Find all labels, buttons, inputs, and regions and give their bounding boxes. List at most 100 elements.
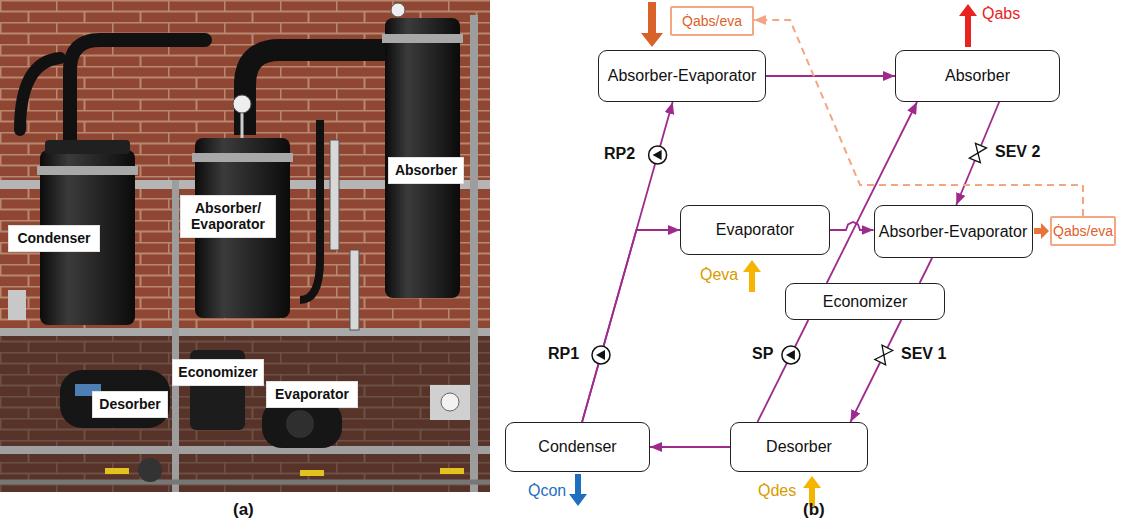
heat-arrow xyxy=(743,260,761,292)
panel-label-box: (b) xyxy=(803,500,825,520)
heat-label-box: Q̇des xyxy=(758,482,796,500)
component-box: Absorber xyxy=(895,50,1060,102)
valve-bowtie xyxy=(969,143,986,162)
node-text: Absorber-Evaporator xyxy=(879,222,1028,241)
flow-line xyxy=(582,230,680,422)
component-box: Economizer xyxy=(785,283,945,320)
pump-circle xyxy=(592,346,610,364)
hand-valve xyxy=(8,290,26,320)
pump-triangle xyxy=(596,350,605,360)
heat-arrow xyxy=(1034,223,1049,239)
node-text: Condenser xyxy=(17,230,90,246)
heat-label: Q̇eva xyxy=(700,266,738,283)
pump-circle xyxy=(649,146,667,164)
frame-post xyxy=(470,15,478,492)
vessel-cap xyxy=(45,140,130,154)
insulated-pipe xyxy=(70,40,205,150)
pressure-gauge xyxy=(391,3,405,17)
heat-label: Q̇des xyxy=(758,482,796,499)
heat-label-box: Q̇abs xyxy=(982,5,1020,23)
node-text: Absorber-Evaporator xyxy=(608,66,757,85)
panel-label-box: (a) xyxy=(233,500,254,520)
heat-arrow xyxy=(569,474,587,506)
shelf-bar xyxy=(0,446,490,454)
instrument-box xyxy=(430,385,470,420)
photo-tag: Desorber xyxy=(92,391,168,418)
component-box: Condenser xyxy=(505,422,650,472)
pump-label-box: RP1 xyxy=(548,345,579,363)
heat-arrow xyxy=(959,4,977,47)
flow-line xyxy=(766,75,895,77)
pipe xyxy=(0,480,490,485)
vessel-clamp xyxy=(37,166,138,175)
valve-handle xyxy=(300,470,324,476)
flowmeter-tube xyxy=(330,140,339,250)
component-box: Desorber xyxy=(730,422,868,472)
lower-shadow xyxy=(0,336,490,492)
photo-tag: Absorber/ Evaporator xyxy=(180,195,276,238)
valve-handle xyxy=(440,468,464,474)
node-text: Desorber xyxy=(766,437,832,456)
heat-box: Q̇abs/eva xyxy=(1050,216,1116,246)
component-box: Absorber-Evaporator xyxy=(598,50,766,102)
valve-label-box: SEV 2 xyxy=(995,143,1040,161)
node-text: Absorber xyxy=(945,66,1010,85)
flow-line xyxy=(830,222,874,230)
pump-label-box: SP xyxy=(752,345,773,363)
heat-box: Q̇abs/eva xyxy=(670,6,754,36)
pump-symbol xyxy=(782,346,800,364)
node-text: Economizer xyxy=(178,364,257,380)
pump-label: RP2 xyxy=(604,145,635,162)
flow-line xyxy=(920,258,932,283)
component-box: Absorber-Evaporator xyxy=(874,205,1033,258)
vessel-clamp xyxy=(382,34,463,43)
pump-triangle xyxy=(653,150,662,160)
heat-label: Q̇con xyxy=(528,482,566,499)
pump-circle xyxy=(782,346,800,364)
heat-arrow xyxy=(641,2,663,47)
pump-body xyxy=(138,458,162,482)
insulated-pipe xyxy=(20,58,60,130)
valve-label: SEV 1 xyxy=(901,345,946,362)
component-box: Evaporator xyxy=(680,205,830,255)
valve-bowtie xyxy=(875,345,893,365)
node-text: Desorber xyxy=(99,396,160,412)
node-text: Economizer xyxy=(823,292,907,311)
node-text: Q̇abs/eva xyxy=(1053,223,1113,240)
valve-symbol xyxy=(875,345,893,365)
pump-label-box: RP2 xyxy=(604,145,635,163)
node-text: Evaporator xyxy=(716,220,794,239)
pressure-gauge xyxy=(233,95,251,113)
flow-line xyxy=(850,320,901,422)
flow-line xyxy=(650,446,730,448)
flow-line xyxy=(757,320,808,422)
photo-tag: Economizer xyxy=(172,359,264,386)
valve-label-box: SEV 1 xyxy=(901,345,946,363)
connector-group xyxy=(582,20,1083,447)
flow-line xyxy=(956,102,999,205)
valve-symbol xyxy=(969,143,986,162)
node-text: Absorber/ Evaporator xyxy=(186,200,270,232)
flowmeter-tube xyxy=(350,250,359,330)
photo-tag: Condenser xyxy=(8,225,100,252)
pipe xyxy=(300,120,320,300)
photo-tag: Evaporator xyxy=(266,381,358,408)
pump-symbol xyxy=(649,146,667,164)
pump-triangle xyxy=(786,350,795,360)
instrument-dial xyxy=(441,393,459,411)
node-text: Evaporator xyxy=(275,386,349,402)
shelf-bar xyxy=(0,328,490,336)
vessel-clamp xyxy=(192,153,293,162)
photo-tag: Absorber xyxy=(388,157,464,184)
brick-wall xyxy=(0,0,490,492)
heat-label-box: Q̇con xyxy=(528,482,566,500)
insulated-pipe xyxy=(245,50,385,135)
heat-transfer-line xyxy=(754,20,1083,216)
desorber-vessel xyxy=(60,370,170,428)
pump-label: RP1 xyxy=(548,345,579,362)
heat-label-box: Q̇eva xyxy=(700,266,738,284)
gauge-stem xyxy=(241,112,244,138)
vessel-flange xyxy=(286,410,314,438)
